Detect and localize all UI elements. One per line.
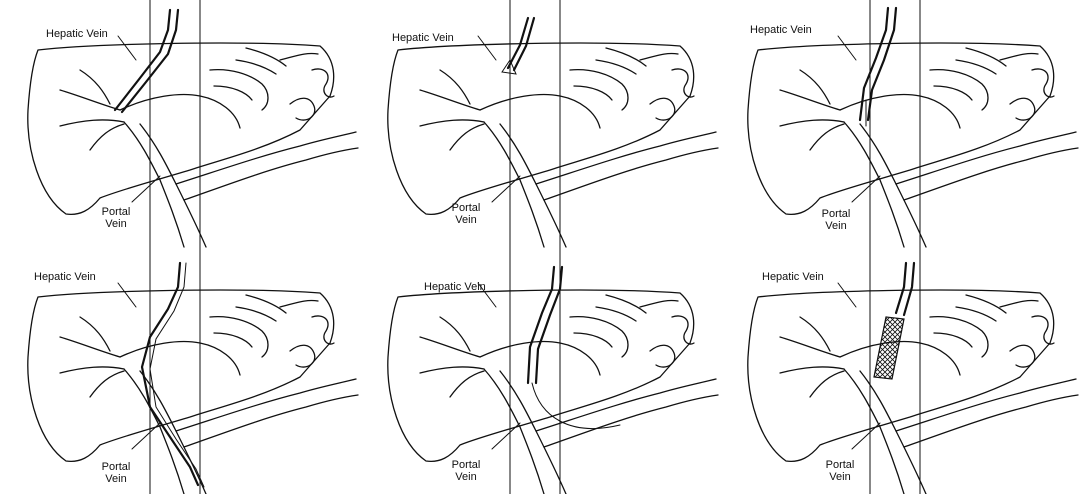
hepatic-vein-label: Hepatic Vein — [424, 281, 486, 293]
stent-mesh — [873, 316, 905, 380]
hepatic-vein-label: Hepatic Vein — [762, 271, 824, 283]
step-overlay-6 — [873, 261, 916, 380]
liver-diagram-3 — [747, 0, 1079, 248]
step-overlay-4 — [140, 261, 205, 488]
hepatic-vein-label: Hepatic Vein — [34, 271, 96, 283]
liver-base-drawing — [27, 246, 359, 494]
liver-base-drawing — [27, 0, 359, 248]
liver-diagram-6 — [747, 246, 1079, 494]
step-overlay-1 — [113, 8, 180, 114]
step-overlay-2 — [501, 16, 536, 75]
liver-diagram-1 — [27, 0, 359, 248]
liver-base-drawing — [387, 0, 719, 248]
liver-base-drawing — [747, 0, 1079, 248]
liver-diagram-4 — [27, 246, 359, 494]
liver-diagram-2 — [387, 0, 719, 248]
step-overlay-3 — [858, 6, 898, 127]
hepatic-vein-label: Hepatic Vein — [750, 24, 812, 36]
hepatic-vein-label: Hepatic Vein — [46, 28, 108, 40]
liver-base-drawing — [387, 246, 719, 494]
liver-base-drawing — [747, 246, 1079, 494]
step-overlay-5 — [526, 265, 621, 429]
hepatic-vein-label: Hepatic Vein — [392, 32, 454, 44]
liver-diagram-5 — [387, 246, 719, 494]
